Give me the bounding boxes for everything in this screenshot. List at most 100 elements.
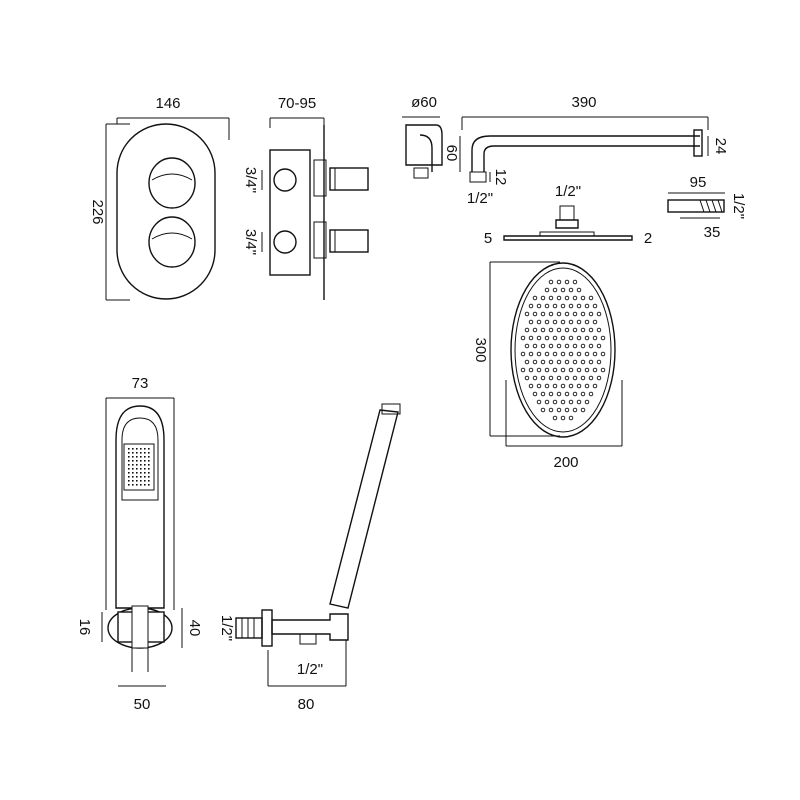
nozzle-dot bbox=[524, 327, 530, 333]
nozzle-dot bbox=[580, 391, 586, 397]
nozzle-dot bbox=[564, 311, 570, 317]
nozzle-dot bbox=[560, 335, 566, 341]
arm-flange-diameter-label: ø60 bbox=[411, 94, 437, 111]
arm-tube-top bbox=[471, 135, 700, 172]
nozzle-dot bbox=[532, 343, 538, 349]
hand-nozzle-dot bbox=[132, 480, 134, 482]
hand-nozzle-dot bbox=[128, 480, 130, 482]
nozzle-dot bbox=[560, 383, 566, 389]
nozzle-dot bbox=[580, 407, 586, 413]
hand-nozzle-dot bbox=[128, 452, 130, 454]
nozzle-dot bbox=[528, 319, 534, 325]
nozzle-dot bbox=[548, 327, 554, 333]
nozzle-dot bbox=[540, 359, 546, 365]
nozzle-dot bbox=[600, 367, 606, 373]
hand-nozzle-dot bbox=[132, 468, 134, 470]
nozzle-dot bbox=[576, 319, 582, 325]
head-thickness-left-label: 5 bbox=[484, 230, 492, 247]
outlet-hose-connector bbox=[299, 633, 317, 645]
hand-nozzle-dot bbox=[132, 484, 134, 486]
hand-nozzle-dot bbox=[140, 468, 142, 470]
hand-nozzle-dot bbox=[148, 464, 150, 466]
nozzle-dot bbox=[556, 375, 562, 381]
valve-side-view: 70-95 3/4" 3/4" bbox=[242, 95, 369, 300]
outlet-body bbox=[271, 613, 349, 641]
arm-length-label: 390 bbox=[571, 94, 596, 111]
nozzle-dot bbox=[576, 399, 582, 405]
nozzle-dot bbox=[588, 311, 594, 317]
hand-nozzle-dot bbox=[132, 452, 134, 454]
hand-nozzle-dot bbox=[136, 476, 138, 478]
valve-flange-bottom bbox=[313, 221, 327, 259]
valve-flange-top bbox=[313, 159, 327, 197]
valve-inlet-bottom bbox=[273, 230, 297, 254]
head-swivel bbox=[555, 219, 579, 229]
hand-nozzle-dot bbox=[128, 468, 130, 470]
nozzle-dot bbox=[556, 327, 562, 333]
nozzle-dot bbox=[568, 415, 574, 421]
head-width-label: 200 bbox=[553, 454, 578, 471]
nozzle-dot bbox=[548, 407, 554, 413]
nozzle-dot bbox=[524, 311, 530, 317]
outlet-width-label: 80 bbox=[298, 696, 315, 713]
nozzle-dot bbox=[592, 351, 598, 357]
nozzle-dot bbox=[528, 351, 534, 357]
nozzle-dot bbox=[592, 303, 598, 309]
nozzle-dot bbox=[532, 375, 538, 381]
nozzle-dot bbox=[564, 391, 570, 397]
hand-nozzle-dot bbox=[144, 452, 146, 454]
nozzle-dot bbox=[576, 351, 582, 357]
shower-arm-view: ø60 390 24 60 12 1/2" bbox=[402, 94, 729, 207]
hand-nozzle-dot bbox=[128, 484, 130, 486]
nozzle-dot bbox=[584, 319, 590, 325]
valve-body bbox=[269, 149, 311, 276]
wall-outlet-view: 1/2" 1/2" 80 bbox=[218, 403, 401, 713]
valve-inlet-bottom-label: 3/4" bbox=[242, 229, 259, 255]
nozzle-dot bbox=[536, 399, 542, 405]
nozzle-dot bbox=[580, 343, 586, 349]
hand-nozzle-dot bbox=[128, 448, 130, 450]
arm-drop-label: 60 bbox=[443, 145, 460, 162]
nozzle-dot bbox=[544, 367, 550, 373]
head-mount bbox=[539, 231, 595, 237]
hand-nozzle-dot bbox=[136, 460, 138, 462]
nozzle-dot bbox=[564, 295, 570, 301]
nozzle-dot bbox=[524, 343, 530, 349]
hand-nozzle-dot bbox=[144, 460, 146, 462]
hand-shower-body bbox=[115, 405, 165, 609]
nozzle-dot bbox=[576, 367, 582, 373]
thread-line bbox=[711, 199, 717, 213]
nozzle-dot bbox=[540, 295, 546, 301]
nozzle-dot bbox=[568, 383, 574, 389]
hand-nozzle-dot bbox=[148, 448, 150, 450]
nozzle-dot bbox=[552, 335, 558, 341]
nozzle-dot bbox=[536, 303, 542, 309]
nozzle-dot bbox=[572, 327, 578, 333]
nozzle-dot bbox=[572, 295, 578, 301]
nozzle-dot bbox=[572, 375, 578, 381]
hand-nozzle-dot bbox=[136, 484, 138, 486]
nozzle-dot bbox=[572, 311, 578, 317]
hand-nozzle-dot bbox=[128, 456, 130, 458]
nozzle-dot bbox=[600, 351, 606, 357]
hand-nozzle-dot bbox=[140, 480, 142, 482]
nozzle-dot bbox=[568, 399, 574, 405]
hand-nozzle-dot bbox=[144, 480, 146, 482]
nozzle-dot bbox=[552, 351, 558, 357]
hand-nozzle-dot bbox=[140, 476, 142, 478]
nozzle-dot bbox=[596, 359, 602, 365]
hand-width-label: 73 bbox=[132, 375, 149, 392]
hand-nozzle-dot bbox=[136, 456, 138, 458]
nozzle-dot bbox=[520, 351, 526, 357]
hand-nozzle-dot bbox=[136, 468, 138, 470]
nozzle-dot bbox=[576, 303, 582, 309]
nozzle-dot bbox=[564, 327, 570, 333]
arm-thread-length-label: 12 bbox=[492, 169, 509, 186]
arm-flange-thread bbox=[413, 167, 429, 179]
nozzle-dot bbox=[592, 383, 598, 389]
nozzle-dot bbox=[528, 303, 534, 309]
nozzle-dot bbox=[552, 303, 558, 309]
valve-plate-outline bbox=[116, 123, 216, 300]
